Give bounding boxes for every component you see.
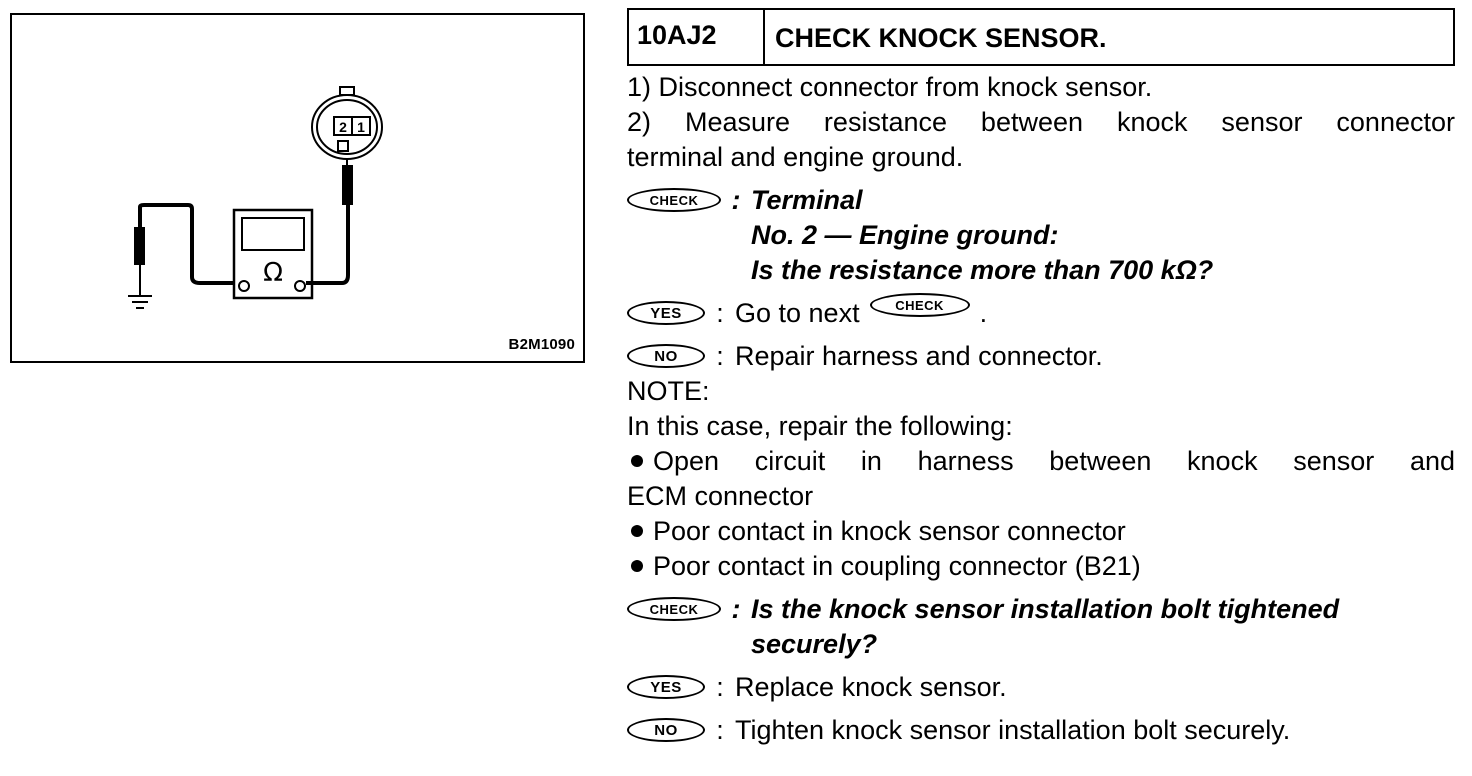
knock-sensor-connector: 2 1 [311,86,383,160]
note-item-3-text: Poor contact in coupling connector (B21) [653,551,1141,581]
no-block-2: NO : Tighten knock sensor installation b… [627,713,1455,748]
yes-badge-icon: YES [627,675,705,699]
no-separator: : [716,341,724,371]
left-test-lead [138,203,236,285]
no-1-text: Repair harness and connector. [735,341,1103,371]
check-badge-icon: CHECK [627,188,721,212]
yes-1-text: Go to next [735,298,860,328]
right-probe [342,165,353,205]
yes-block-2: YES : Replace knock sensor. [627,670,1455,705]
check-separator: : [731,594,741,624]
no-2-text: Tighten knock sensor installation bolt s… [735,715,1291,745]
step-title: CHECK KNOCK SENSOR. [775,23,1107,53]
note-label: NOTE: [627,376,710,406]
ohmmeter: Ω [232,208,314,300]
note-item-1-cont: ECM connector [627,481,814,511]
ground-icon [128,261,152,309]
no-badge-icon: NO [627,344,705,368]
yes-separator: : [716,298,724,328]
instruction-1: 1) Disconnect connector from knock senso… [627,72,1153,102]
bullet-icon [631,524,643,537]
instruction-2: 2) Measure resistance between knock sens… [627,107,1455,137]
check-block-2: CHECK : Is the knock sensor installation… [627,592,1455,662]
note-item-1: Open circuit in harness between knock se… [627,444,1455,479]
connector-pin-2: 2 [339,119,347,135]
step-code: 10AJ2 [629,10,765,64]
instruction-2-cont: terminal and engine ground. [627,142,964,172]
bullet-icon [631,559,643,572]
procedure-content: 10AJ2 CHECK KNOCK SENSOR. 1) Disconnect … [627,8,1455,748]
ohm-symbol: Ω [263,258,283,288]
yes-block-1: YES : Go to next CHECK . [627,293,1455,331]
check-1-line-3: Is the resistance more than 700 kΩ? [751,255,1214,285]
right-test-lead [306,205,350,285]
note-item-1-text: Open circuit in harness between knock se… [653,446,1455,476]
connector-pin-1: 1 [357,119,365,135]
wiring-diagram-figure: Ω 2 1 B2M1090 [10,13,585,363]
check-separator: : [731,185,741,215]
bullet-icon [631,454,643,467]
next-check-badge-icon: CHECK [869,293,970,317]
no-badge-icon: NO [627,718,705,742]
no-block-1: NO : Repair harness and connector. [627,339,1455,374]
left-probe [134,227,145,265]
check-badge-icon: CHECK [627,597,721,621]
check-1-line-1: Terminal [751,185,863,215]
note-item-2: Poor contact in knock sensor connector [627,514,1455,549]
check-2-line-2: securely? [751,629,878,659]
figure-code: B2M1090 [508,336,575,353]
check-2-line-1: Is the knock sensor installation bolt ti… [751,594,1340,624]
check-block-1: CHECK : Terminal No. 2 — Engine ground: … [627,183,1455,288]
note-intro: In this case, repair the following: [627,411,1013,441]
ohmmeter-diagram: Ω 2 1 [128,86,383,309]
yes-separator: : [716,672,724,702]
yes-2-text: Replace knock sensor. [735,672,1007,702]
note-item-3: Poor contact in coupling connector (B21) [627,549,1455,584]
yes-badge-icon: YES [627,301,705,325]
check-1-line-2: No. 2 — Engine ground: [751,220,1059,250]
yes-1-end: . [979,298,988,328]
step-header: 10AJ2 CHECK KNOCK SENSOR. [627,8,1455,66]
note-item-2-text: Poor contact in knock sensor connector [653,516,1126,546]
no-separator: : [716,715,724,745]
